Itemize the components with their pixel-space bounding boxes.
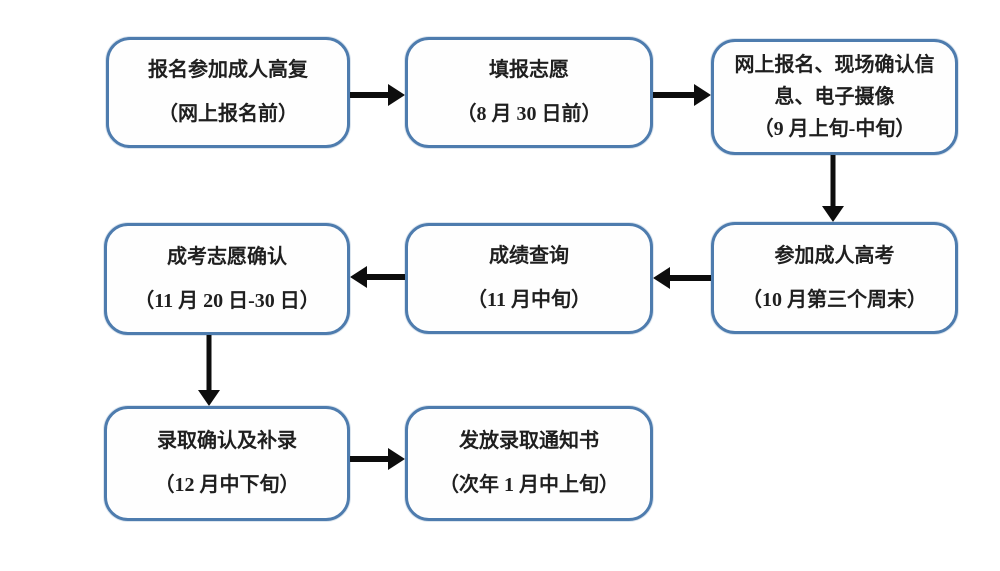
node-online-signup-confirm: 网上报名、现场确认信 息、电子摄像 （9 月上旬-中旬）: [711, 39, 958, 155]
arrow-stem: [365, 274, 405, 280]
node-date: （11 月 20 日-30 日）: [134, 289, 320, 312]
node-fill-preferences: 填报志愿 （8 月 30 日前）: [405, 37, 653, 148]
arrow-head: [388, 84, 405, 106]
arrow-head: [694, 84, 711, 106]
arrow-head: [198, 390, 220, 406]
node-title: 填报志愿: [489, 59, 569, 81]
arrow-stem: [350, 92, 390, 98]
node-date: （网上报名前）: [158, 103, 298, 125]
arrow-right-icon: [350, 446, 405, 472]
node-admission-confirm: 录取确认及补录 （12 月中下旬）: [104, 406, 350, 521]
arrow-stem: [350, 456, 390, 462]
node-title: 参加成人高考: [774, 244, 895, 267]
node-title: 成考志愿确认: [167, 245, 287, 268]
arrow-head: [653, 267, 670, 289]
node-preference-confirm: 成考志愿确认 （11 月 20 日-30 日）: [104, 223, 350, 335]
node-title: 网上报名、现场确认信: [734, 54, 935, 76]
node-title: 报名参加成人高复: [148, 59, 308, 81]
node-title: 发放录取通知书: [459, 430, 599, 452]
arrow-left-icon: [350, 264, 405, 290]
arrow-left-icon: [653, 265, 711, 291]
node-register-prep: 报名参加成人高复 （网上报名前）: [106, 37, 350, 148]
node-date: （10 月第三个周末）: [742, 288, 927, 311]
node-date: （12 月中下旬）: [154, 474, 300, 496]
node-date: （9 月上旬-中旬）: [753, 118, 916, 140]
node-date: （11 月中旬）: [467, 289, 591, 311]
arrow-down-icon: [196, 335, 222, 406]
arrow-right-icon: [653, 82, 711, 108]
node-date: （次年 1 月中上旬）: [439, 474, 619, 496]
arrow-stem: [653, 92, 696, 98]
node-score-query: 成绩查询 （11 月中旬）: [405, 223, 653, 334]
arrow-head: [388, 448, 405, 470]
node-send-notice: 发放录取通知书 （次年 1 月中上旬）: [405, 406, 653, 521]
node-title: 息、电子摄像: [774, 86, 895, 108]
node-date: （8 月 30 日前）: [456, 103, 602, 125]
arrow-head: [822, 206, 844, 222]
node-take-exam: 参加成人高考 （10 月第三个周末）: [711, 222, 958, 334]
arrow-stem: [668, 275, 711, 281]
node-title: 录取确认及补录: [157, 430, 297, 452]
arrow-head: [350, 266, 367, 288]
arrow-right-icon: [350, 82, 405, 108]
node-title: 成绩查询: [489, 245, 569, 267]
arrow-stem: [206, 335, 212, 393]
arrow-down-icon: [820, 155, 846, 222]
arrow-stem: [830, 155, 836, 209]
